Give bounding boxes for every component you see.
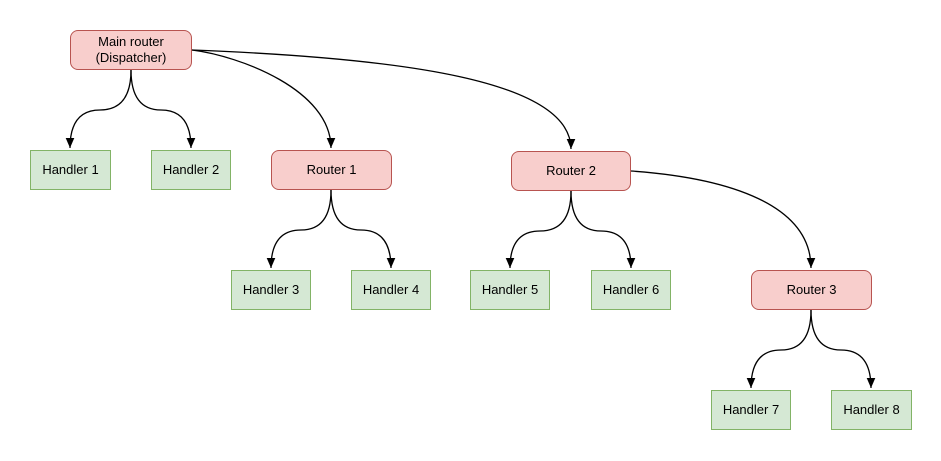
node-handler-8: Handler 8 [831, 390, 912, 430]
edge-router-1-to-handler-4 [330, 189, 396, 269]
node-handler-2: Handler 2 [151, 150, 231, 190]
node-router-2: Router 2 [511, 151, 631, 191]
node-main-router: Main router (Dispatcher) [70, 30, 192, 70]
edge-router-3-to-handler-8 [810, 309, 876, 389]
edge-main-router-to-handler-2 [130, 69, 196, 149]
node-router-3: Router 3 [751, 270, 872, 310]
edge-router-1-to-handler-3 [266, 189, 332, 269]
node-router-1: Router 1 [271, 150, 392, 190]
node-handler-3: Handler 3 [231, 270, 311, 310]
node-handler-1: Handler 1 [30, 150, 111, 190]
edge-router-2-to-handler-6 [570, 190, 636, 269]
node-handler-5: Handler 5 [470, 270, 550, 310]
edge-main-router-to-router-2 [191, 49, 576, 150]
edge-router-3-to-handler-7 [746, 309, 812, 389]
edge-router-2-to-router-3 [630, 170, 816, 269]
edge-main-router-to-handler-1 [65, 69, 132, 149]
node-handler-4: Handler 4 [351, 270, 431, 310]
edge-router-2-to-handler-5 [505, 190, 572, 269]
node-handler-7: Handler 7 [711, 390, 791, 430]
edge-main-router-to-router-1 [191, 49, 336, 149]
node-handler-6: Handler 6 [591, 270, 671, 310]
